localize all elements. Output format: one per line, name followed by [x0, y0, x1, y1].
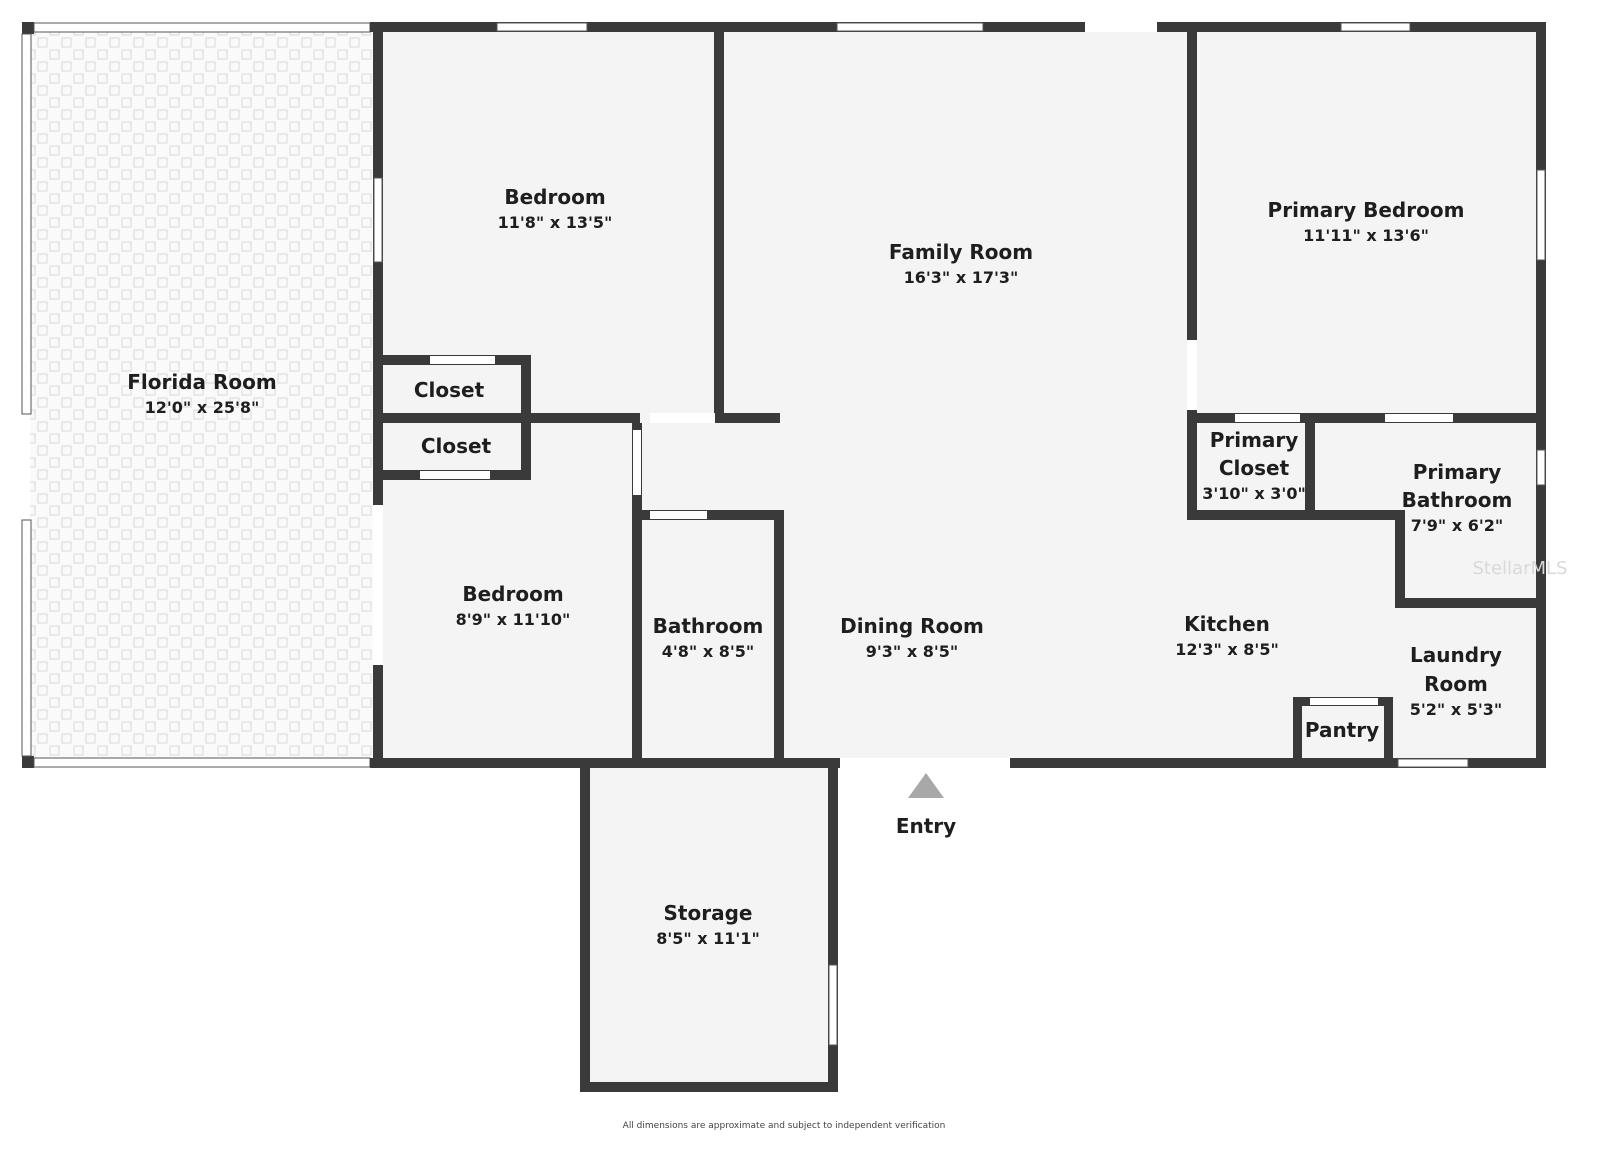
dining-room-dims: 9'3" x 8'5" — [866, 642, 958, 661]
primary-bathroom-dims: 7'9" x 6'2" — [1411, 516, 1503, 535]
family-room-dims: 16'3" x 17'3" — [904, 268, 1019, 287]
disclaimer: All dimensions are approximate and subje… — [623, 1121, 946, 1131]
entry-arrow-icon — [908, 773, 944, 798]
storage-dims: 8'5" x 11'1" — [656, 929, 760, 948]
primary-bedroom-dims: 11'11" x 13'6" — [1303, 226, 1429, 245]
primary-closet-name-2: Closet — [1219, 456, 1290, 480]
bathroom-dims: 4'8" x 8'5" — [662, 642, 754, 661]
bedroom-1-dims: 11'8" x 13'5" — [498, 213, 613, 232]
primary-bathroom-name-1: Primary — [1413, 460, 1502, 484]
laundry-room-name-2: Room — [1424, 672, 1488, 696]
main-floor — [380, 30, 1540, 762]
bedroom-1-name: Bedroom — [504, 185, 605, 209]
windows-and-openings — [373, 22, 1546, 1046]
primary-bedroom-name: Primary Bedroom — [1268, 198, 1465, 222]
storage-floor — [586, 766, 832, 1086]
pantry-name: Pantry — [1305, 718, 1379, 742]
closet-1-name: Closet — [414, 378, 485, 402]
watermark: StellarMLS — [1473, 558, 1568, 579]
entry-label: Entry — [896, 814, 956, 838]
laundry-room-name-1: Laundry — [1410, 643, 1502, 667]
bedroom-2-name: Bedroom — [462, 582, 563, 606]
family-room-name: Family Room — [889, 240, 1033, 264]
storage-name: Storage — [664, 901, 753, 925]
laundry-room-dims: 5'2" x 5'3" — [1410, 700, 1502, 719]
dining-room-name: Dining Room — [840, 614, 984, 638]
florida-room-dims: 12'0" x 25'8" — [145, 398, 260, 417]
florida-room-name: Florida Room — [127, 370, 276, 394]
primary-closet-name-1: Primary — [1210, 428, 1299, 452]
bedroom-2-dims: 8'9" x 11'10" — [456, 610, 571, 629]
bathroom-name: Bathroom — [653, 614, 764, 638]
closet-2-name: Closet — [421, 434, 492, 458]
florida-room-floor — [30, 30, 375, 760]
primary-closet-dims: 3'10" x 3'0" — [1202, 484, 1306, 503]
kitchen-name: Kitchen — [1184, 612, 1270, 636]
primary-bathroom-name-2: Bathroom — [1402, 488, 1513, 512]
kitchen-dims: 12'3" x 8'5" — [1175, 640, 1279, 659]
